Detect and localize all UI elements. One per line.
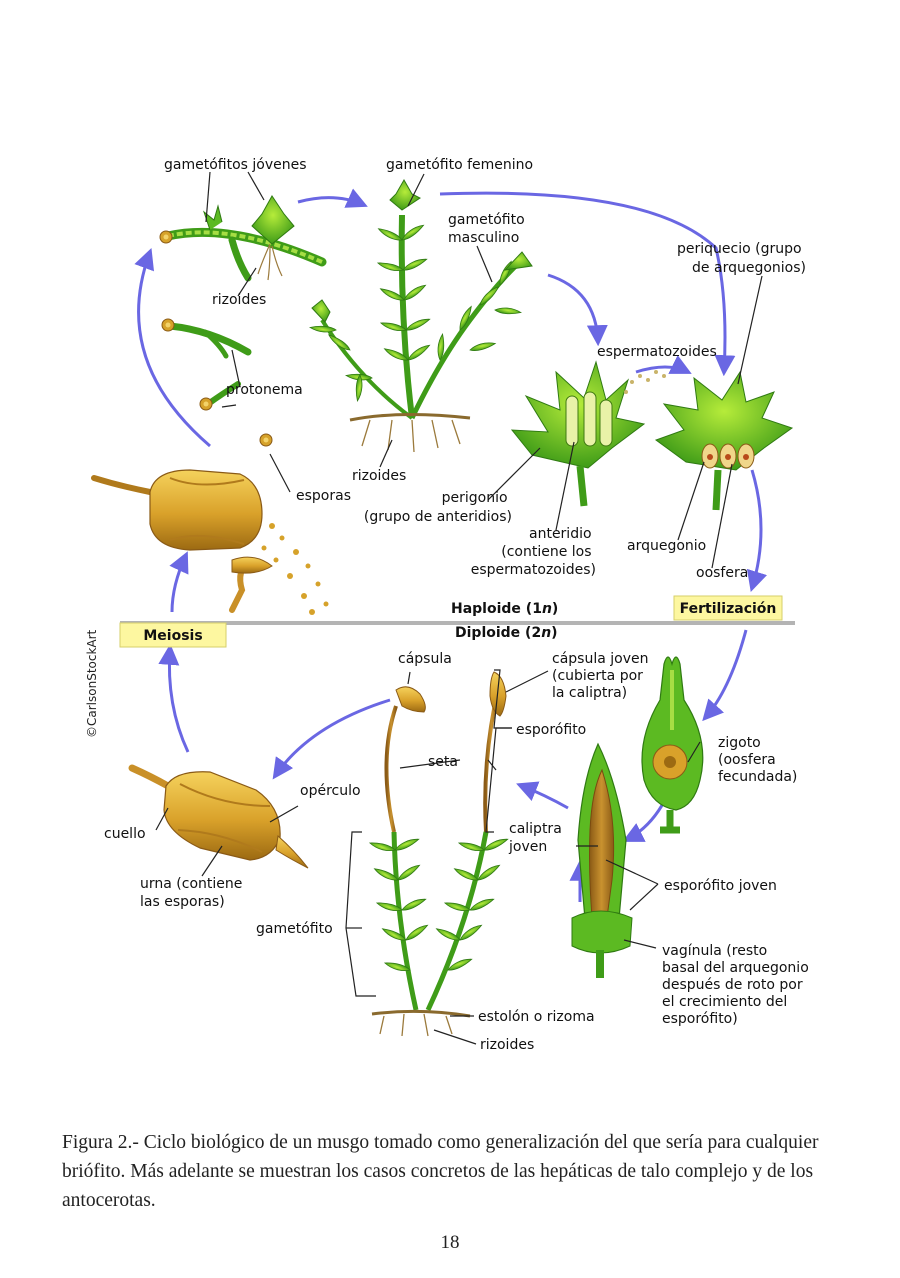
fertilizacion-highlight (673, 595, 783, 621)
page-number: 18 (440, 1232, 460, 1253)
haploid-suffix: ) (552, 601, 558, 617)
label-rizoides-top: rizoides (212, 292, 266, 308)
label-anteridio: anteridio (contiene los espermatozoides) (471, 526, 596, 578)
label-line: urna (contiene (140, 876, 242, 892)
diploid-n: n (541, 625, 551, 641)
label-line: zigoto (718, 735, 761, 751)
haploid-prefix: Haploide (1 (451, 601, 542, 617)
label-gametofito-femenino: gametófito femenino (386, 157, 533, 173)
label-esporofito: esporófito (516, 722, 586, 738)
label-line: joven (508, 839, 547, 855)
label-capsula-joven: cápsula joven (cubierta por la caliptra) (552, 651, 653, 701)
label-line: vagínula (resto (662, 943, 767, 959)
label-line: basal del arquegonio (662, 960, 809, 976)
label-estolon: estolón o rizoma (478, 1009, 595, 1025)
copyright: ©CarlsonStockArt (85, 629, 99, 738)
sperm-dots (624, 370, 666, 394)
dehiscing-capsule-illustration (91, 433, 329, 615)
label-line: (cubierta por (552, 668, 643, 684)
label-caliptra-joven: caliptra joven (508, 821, 566, 855)
label-line: (contiene los (501, 544, 591, 560)
label-esporofito-joven: esporófito joven (664, 878, 777, 894)
label-zigoto: zigoto (oosfera fecundada) (718, 735, 797, 785)
label-protonema: protonema (226, 382, 303, 398)
label-line: masculino (448, 230, 519, 246)
label-gametofitos-jovenes: gametófitos jóvenes (164, 157, 307, 173)
label-urna: urna (contiene las esporas) (140, 876, 247, 910)
label-capsula: cápsula (398, 651, 452, 667)
label-espermatozoides: espermatozoides (597, 344, 717, 360)
zygote-illustration (641, 656, 704, 834)
label-line: el crecimiento del (662, 994, 787, 1010)
diploid-prefix: Diploide (2 (455, 625, 541, 641)
label-periquecio: periquecio (grupo de arquegonios) (677, 241, 806, 276)
label-line: cápsula joven (552, 651, 648, 667)
female-gametophyte-illustration (309, 178, 533, 453)
label-line: de arquegonios) (692, 260, 806, 276)
label-vaginula: vagínula (resto basal del arquegonio des… (662, 943, 813, 1027)
label-line: la caliptra) (552, 685, 627, 701)
capsule-urn-illustration (128, 764, 309, 869)
young-sporophyte-illustration (571, 742, 633, 978)
protonema-illustration (161, 318, 252, 411)
haploid-label: Haploide (1n) (451, 601, 558, 617)
label-esporas: esporas (296, 488, 351, 504)
fertilizacion-label: Fertilización (680, 601, 777, 617)
young-gametophytes-illustration (159, 195, 327, 282)
label-gametofito-masculino: gametófito masculino (448, 212, 529, 246)
label-rizoides-mid: rizoides (352, 468, 406, 484)
label-rizoides-bottom: rizoides (480, 1037, 534, 1053)
label-line: anteridio (529, 526, 592, 542)
perigonium-illustration (510, 360, 646, 507)
label-arquegonio: arquegonio (627, 538, 706, 554)
label-line: después de roto por (662, 977, 803, 993)
label-line: periquecio (grupo (677, 241, 802, 257)
diploid-label: Diploide (2n) (455, 625, 558, 641)
label-cuello: cuello (104, 826, 146, 842)
leader-lines (155, 171, 763, 1045)
meiosis-label: Meiosis (143, 628, 202, 644)
label-gametofito-bottom: gametófito (256, 921, 333, 937)
label-seta: seta (428, 754, 458, 770)
perichaetium-illustration (654, 370, 794, 511)
label-line: las esporas) (140, 894, 225, 910)
cycle-arrows (134, 188, 768, 902)
moss-life-cycle-diagram: gametófitos jóvenes gametófito femenino … (85, 157, 813, 1053)
haploid-n: n (542, 601, 552, 617)
label-line: caliptra (509, 821, 562, 837)
meiosis-highlight (119, 622, 227, 648)
label-line: (grupo de anteridios) (364, 509, 512, 525)
mature-sporophyte-illustration (368, 671, 510, 1037)
label-line: espermatozoides) (471, 562, 596, 578)
label-perigonio: perigonio (grupo de anteridios) (364, 490, 512, 525)
label-line: esporófito) (662, 1011, 738, 1027)
label-line: (oosfera (718, 752, 776, 768)
figure-caption: Figura 2.- Ciclo biológico de un musgo t… (62, 1132, 819, 1211)
label-line: fecundada) (718, 769, 797, 785)
label-line: perigonio (442, 490, 508, 506)
diploid-suffix: ) (551, 625, 557, 641)
label-line: gametófito (448, 212, 525, 228)
label-oosfera: oosfera (696, 565, 748, 581)
label-operculo: opérculo (300, 783, 361, 799)
